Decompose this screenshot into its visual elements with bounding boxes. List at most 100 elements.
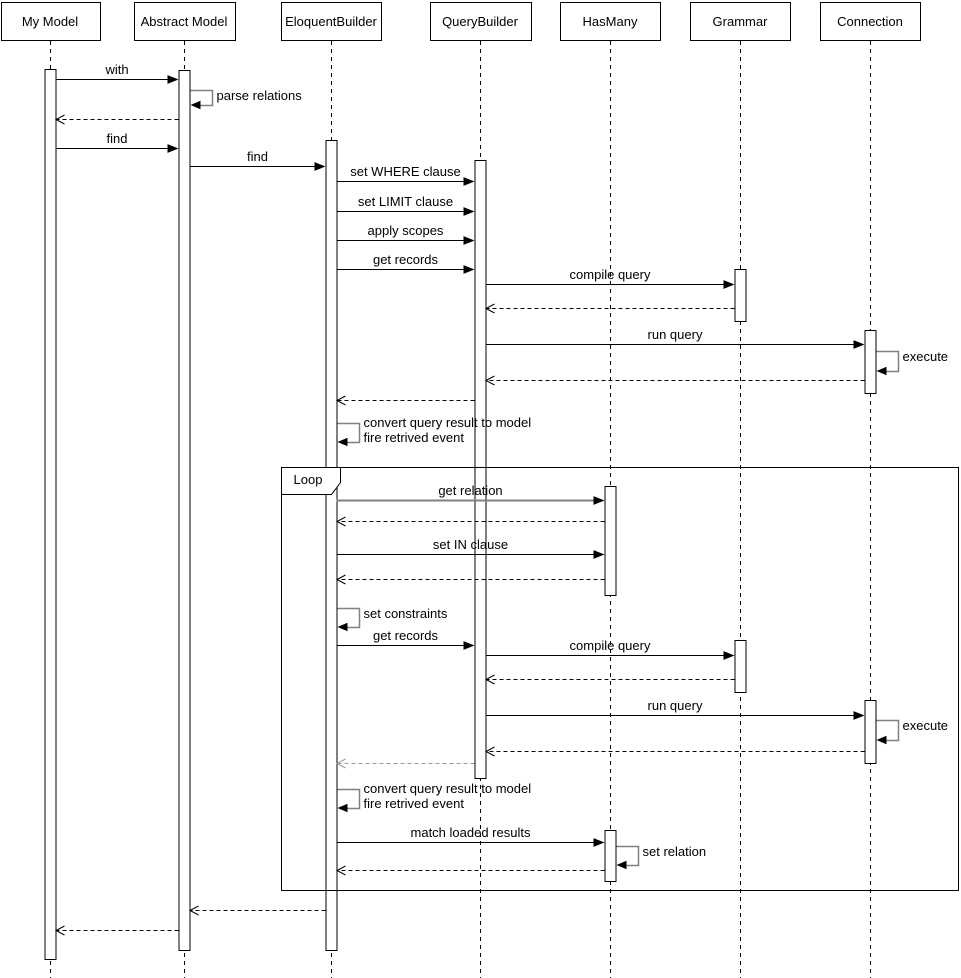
self-call-hook <box>337 607 361 629</box>
participant-label: EloquentBuilder <box>285 14 377 29</box>
participant-box <box>281 2 382 41</box>
message-self-execute: execute <box>876 718 949 745</box>
self-call-hook <box>616 845 640 867</box>
activation-bar-eloquentbuilder <box>325 140 338 951</box>
participant-label: Connection <box>837 14 903 29</box>
participant-box <box>134 2 236 41</box>
message-label: execute <box>903 718 949 733</box>
message-label: convert query result to model <box>364 781 532 796</box>
message-label: set IN clause <box>433 537 508 552</box>
message-label: run query <box>648 698 703 713</box>
message-label: run query <box>648 327 703 342</box>
participant-hasmany: HasMany <box>560 2 661 41</box>
open-arrowhead <box>335 395 346 406</box>
message-return <box>484 746 865 757</box>
arrowhead <box>876 366 887 376</box>
message-label: find <box>107 131 128 146</box>
message-label: get relation <box>438 483 502 498</box>
activation-bar-hasmany <box>604 830 617 882</box>
message-sync-compile-query: compile query <box>485 267 735 289</box>
participant-label: Grammar <box>713 14 769 29</box>
message-label: parse relations <box>217 88 303 103</box>
arrowhead <box>723 651 735 660</box>
message-self-set-relation: set relation <box>616 844 707 870</box>
message-label: match loaded results <box>411 825 531 840</box>
message-label: set constraints <box>364 606 448 621</box>
message-sync-set-where-clause: set WHERE clause <box>336 164 475 186</box>
participant-label: My Model <box>22 14 78 29</box>
message-return <box>335 865 605 876</box>
arrowhead <box>593 550 605 559</box>
participant-label: Abstract Model <box>141 14 228 29</box>
arrowhead <box>876 735 887 745</box>
open-arrowhead <box>484 375 495 386</box>
message-return <box>484 674 735 685</box>
open-arrowhead <box>484 674 495 685</box>
loop-frame <box>281 467 959 891</box>
message-return <box>335 395 475 406</box>
participant-box <box>820 2 921 41</box>
activation-bar-grammar <box>734 269 747 322</box>
open-arrowhead <box>335 516 346 527</box>
participant-my-model: My Model <box>1 2 101 41</box>
self-call-hook <box>337 788 361 810</box>
message-self-parse-relations: parse relations <box>190 88 303 110</box>
message-label: apply scopes <box>368 223 444 238</box>
message-sync-find: find <box>189 149 326 171</box>
message-return <box>188 905 326 916</box>
participant-box <box>560 2 661 41</box>
arrowhead <box>593 838 605 847</box>
open-arrowhead <box>484 303 495 314</box>
message-label: compile query <box>570 638 651 653</box>
arrowhead <box>167 144 179 153</box>
open-arrowhead <box>188 905 199 916</box>
open-arrowhead <box>335 865 346 876</box>
message-label: set relation <box>643 844 707 859</box>
message-label: compile query <box>570 267 651 282</box>
open-arrowhead <box>54 114 65 125</box>
message-return <box>484 303 735 314</box>
message-sync-run-query: run query <box>485 327 865 349</box>
arrowhead <box>463 177 475 186</box>
participant-label: HasMany <box>583 14 638 29</box>
participant-label: QueryBuilder <box>442 14 519 29</box>
message-sync-with: with <box>55 62 179 84</box>
arrowhead <box>616 860 627 870</box>
message-sync-match-loaded-results: match loaded results <box>336 825 605 847</box>
arrowhead <box>853 711 865 720</box>
activation-bar-connection <box>864 700 877 764</box>
message-return <box>54 925 179 936</box>
self-call-hook <box>876 719 900 742</box>
participant-box <box>430 2 532 41</box>
arrowhead <box>463 207 475 216</box>
arrowhead <box>337 437 348 447</box>
arrowhead <box>853 340 865 349</box>
message-sync-find: find <box>55 131 179 153</box>
open-arrowhead <box>54 925 65 936</box>
arrowhead <box>337 803 348 813</box>
message-return <box>335 758 475 769</box>
message-label: convert query result to model <box>364 415 532 430</box>
message-sync-get-records: get records <box>336 628 475 650</box>
activation-bar-hasmany <box>604 486 617 596</box>
message-sync-set-limit-clause: set LIMIT clause <box>336 194 475 216</box>
arrowhead <box>337 622 348 632</box>
activation-bar-abstract-model <box>178 70 191 951</box>
message-label: find <box>247 149 268 164</box>
arrowhead <box>463 265 475 274</box>
loop-fragment: Loop <box>281 467 959 891</box>
activation-bar-grammar <box>734 640 747 693</box>
message-return <box>335 516 605 527</box>
loop-label: Loop <box>294 472 323 487</box>
message-label: get records <box>373 628 439 643</box>
participant-querybuilder: QueryBuilder <box>430 2 532 41</box>
participant-connection: Connection <box>820 2 921 41</box>
participant-box <box>690 2 791 41</box>
message-sync-apply-scopes: apply scopes <box>336 223 475 245</box>
arrowhead <box>463 236 475 245</box>
message-label: get records <box>373 252 439 267</box>
open-arrowhead <box>484 746 495 757</box>
arrowhead <box>723 280 735 289</box>
